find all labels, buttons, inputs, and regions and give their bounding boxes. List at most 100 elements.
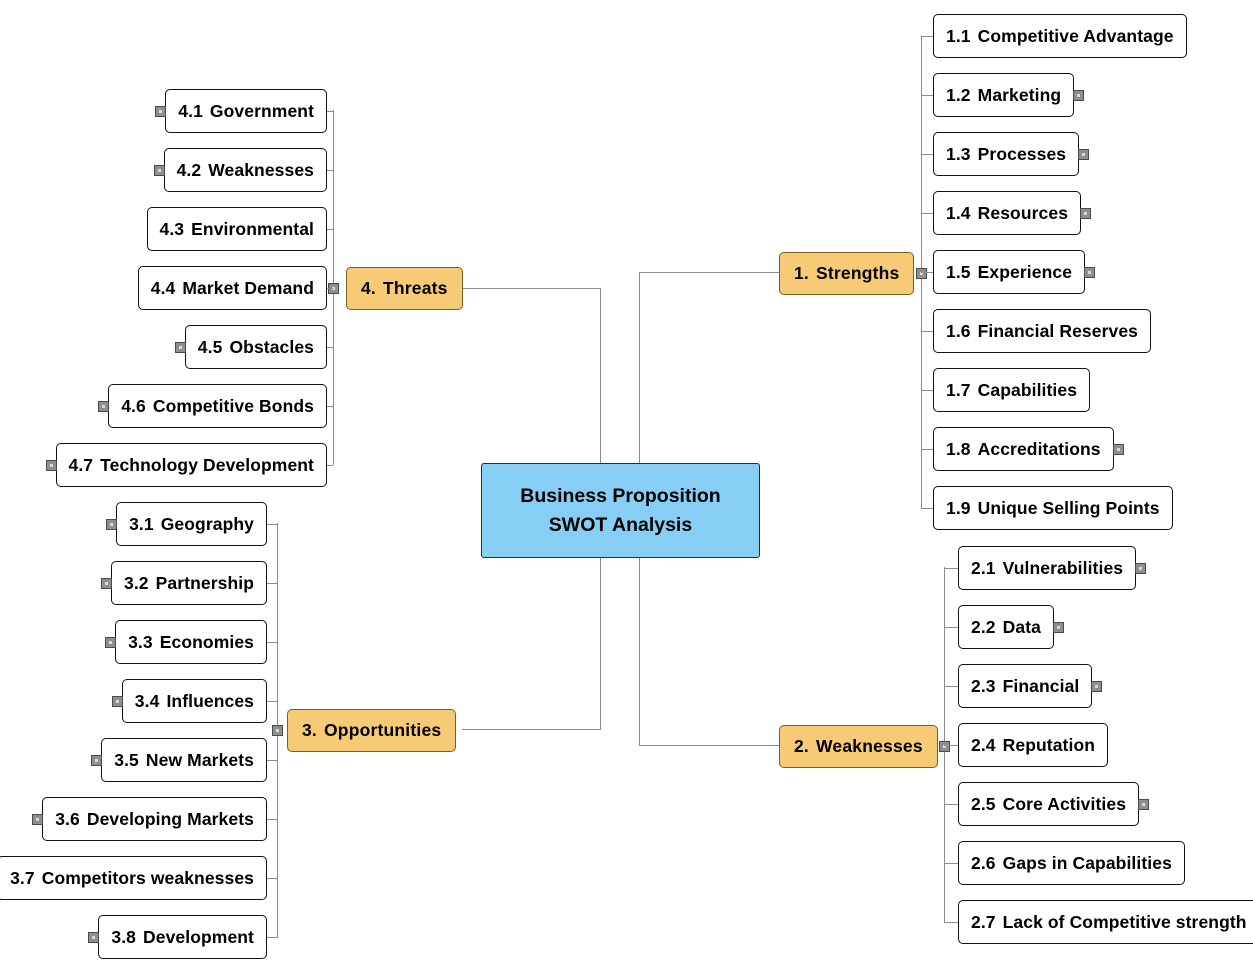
collapse-marker-strengths[interactable]: [916, 268, 927, 279]
leaf-label: Competitive Bonds: [152, 395, 314, 416]
branch-node-opportunities[interactable]: 3. Opportunities: [287, 709, 457, 752]
collapse-marker-weaknesses-1[interactable]: [1135, 563, 1147, 574]
collapse-marker-threats-5[interactable]: [174, 342, 186, 353]
leaf-number: 4.5: [197, 336, 223, 357]
connector-stub-strengths-8: [921, 449, 933, 450]
leaf-node-weaknesses-1[interactable]: 2.1 Vulnerabilities: [958, 546, 1137, 590]
leaf-label: Accreditations: [977, 438, 1101, 459]
leaf-number: 2.7: [971, 911, 996, 932]
connector-root-left-stub-opportunities: [462, 729, 601, 730]
leaf-number: 3.8: [111, 926, 136, 947]
leaf-number: 1.7: [946, 379, 971, 400]
connector-stub-strengths-4: [921, 213, 933, 214]
connector-stub-opportunities-4: [267, 701, 277, 702]
leaf-label: Data: [1002, 616, 1041, 637]
collapse-marker-weaknesses-3[interactable]: [1091, 681, 1103, 692]
connector-stub-opportunities-3: [267, 642, 277, 643]
leaf-number: 2.6: [971, 852, 996, 873]
leaf-number: 4.6: [121, 395, 146, 416]
leaf-node-opportunities-2[interactable]: 3.2 Partnership: [111, 561, 267, 605]
branch-number-opportunities: 3.: [302, 720, 317, 740]
connector-stub-threats-6: [327, 406, 333, 407]
collapse-marker-opportunities-1[interactable]: [106, 519, 118, 530]
branch-node-threats[interactable]: 4. Threats: [346, 267, 463, 310]
collapse-marker-opportunities-3[interactable]: [105, 637, 117, 648]
leaf-label: Reputation: [1002, 734, 1096, 755]
collapse-marker-strengths-5[interactable]: [1084, 267, 1096, 278]
leaf-number: 4.7: [68, 454, 94, 475]
leaf-label: Resources: [977, 202, 1069, 223]
leaf-label: Geography: [160, 513, 254, 534]
leaf-node-strengths-8[interactable]: 1.8 Accreditations: [933, 427, 1114, 471]
leaf-number: 3.2: [124, 572, 149, 593]
branch-node-strengths[interactable]: 1. Strengths: [779, 252, 915, 295]
leaf-number: 2.4: [971, 734, 996, 755]
leaf-number: 2.2: [971, 616, 996, 637]
collapse-marker-strengths-2[interactable]: [1073, 90, 1085, 101]
leaf-label: Gaps in Capabilities: [1002, 852, 1172, 873]
leaf-label: Partnership: [155, 572, 254, 593]
leaf-node-weaknesses-6[interactable]: 2.6 Gaps in Capabilities: [958, 841, 1185, 885]
leaf-label: Vulnerabilities: [1002, 557, 1124, 578]
branch-number-weaknesses: 2.: [794, 736, 809, 756]
collapse-marker-weaknesses[interactable]: [939, 741, 950, 752]
connector-stub-threats-2: [327, 170, 333, 171]
collapse-marker-threats-1[interactable]: [155, 106, 167, 117]
collapse-marker-opportunities-5[interactable]: [91, 755, 103, 766]
leaf-node-weaknesses-2[interactable]: 2.2 Data: [958, 605, 1054, 649]
leaf-label: Financial: [1002, 675, 1080, 696]
leaf-node-threats-6[interactable]: 4.6 Competitive Bonds: [108, 384, 327, 428]
collapse-marker-strengths-4[interactable]: [1080, 208, 1092, 219]
collapse-marker-opportunities-6[interactable]: [32, 814, 44, 825]
leaf-number: 3.6: [55, 808, 80, 829]
collapse-marker-threats-2[interactable]: [153, 165, 165, 176]
collapse-marker-threats-7[interactable]: [45, 460, 57, 471]
branch-node-weaknesses[interactable]: 2. Weaknesses: [779, 725, 938, 768]
collapse-marker-opportunities-4[interactable]: [111, 696, 123, 707]
branch-number-threats: 4.: [361, 278, 376, 298]
collapse-marker-opportunities-2[interactable]: [101, 578, 112, 589]
collapse-marker-strengths-8[interactable]: [1112, 444, 1124, 455]
connector-stub-weaknesses-6: [944, 863, 958, 864]
collapse-marker-weaknesses-5[interactable]: [1138, 799, 1150, 810]
leaf-number: 4.1: [178, 100, 203, 121]
collapse-marker-opportunities-8[interactable]: [88, 932, 100, 943]
connector-stub-strengths-9: [921, 508, 933, 509]
collapse-marker-weaknesses-2[interactable]: [1052, 622, 1064, 633]
connector-stub-threats-3: [327, 229, 333, 230]
collapse-marker-opportunities[interactable]: [272, 725, 283, 736]
leaf-number: 1.8: [946, 438, 971, 459]
root-title-line2: SWOT Analysis: [548, 513, 693, 536]
root-node[interactable]: Business Proposition SWOT Analysis: [481, 463, 760, 558]
collapse-marker-strengths-3[interactable]: [1078, 149, 1090, 160]
leaf-number: 1.6: [946, 320, 971, 341]
leaf-node-weaknesses-4[interactable]: 2.4 Reputation: [958, 723, 1109, 767]
leaf-number: 2.1: [971, 557, 996, 578]
leaf-label: Development: [143, 926, 254, 947]
leaf-node-opportunities-8[interactable]: 3.8 Development: [98, 915, 267, 959]
collapse-marker-threats-6[interactable]: [98, 401, 110, 412]
